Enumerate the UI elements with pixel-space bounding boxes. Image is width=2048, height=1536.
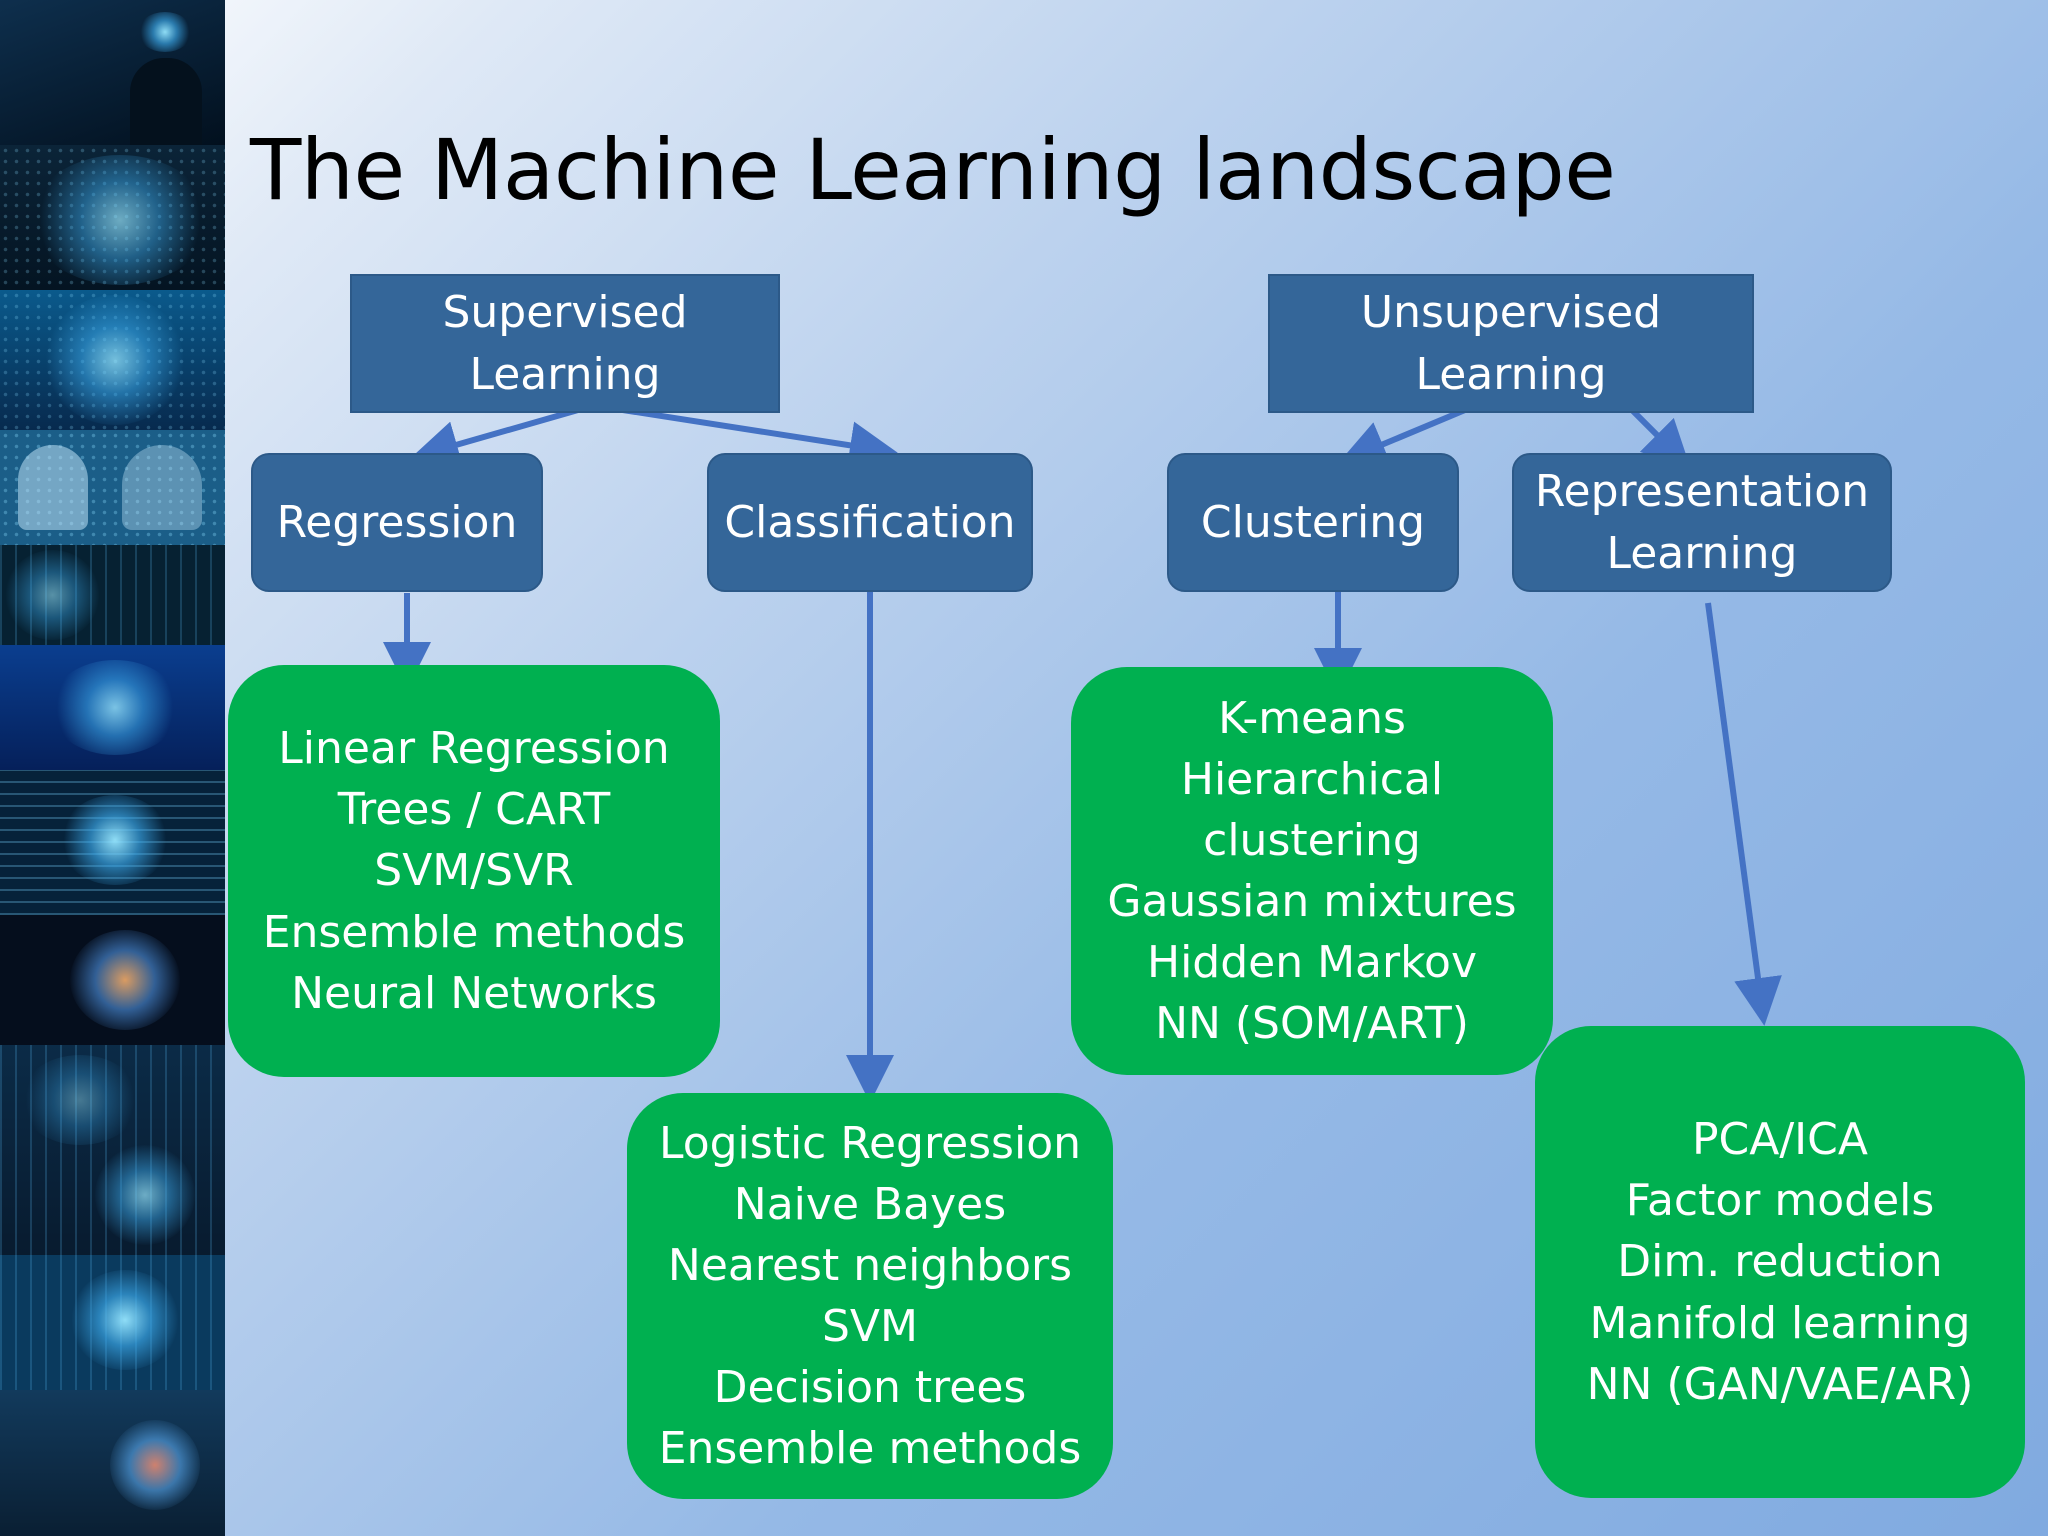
algorithm-item: Ensemble methods <box>262 906 686 958</box>
algorithm-item: K-means <box>1218 692 1406 744</box>
arrow-unsupervised-to-representation <box>1629 407 1691 469</box>
brain-thumbnail-image <box>0 1390 225 1536</box>
supervised-learning-label-line1: Supervised <box>442 287 688 339</box>
slide-title: The Machine Learning landscape <box>250 121 1616 219</box>
algorithm-item: Ensemble methods <box>658 1423 1082 1475</box>
unsupervised-learning-label-line1: Unsupervised <box>1360 287 1662 339</box>
representation-learning-label-line1: Representation <box>1534 466 1870 518</box>
algorithm-item: Manifold learning <box>1589 1297 1971 1349</box>
regression-algorithms-box: Linear Regression Trees / CART SVM/SVR E… <box>228 665 720 1077</box>
clustering-label: Clustering <box>1200 496 1426 548</box>
classification-box: Classification <box>707 453 1033 592</box>
representation-learning-label-line2: Learning <box>1606 527 1798 579</box>
arrow-representation-to-algorithms <box>1705 602 1782 1026</box>
representation-learning-box: Representation Learning <box>1512 453 1892 592</box>
brain-thumbnail-image <box>0 290 225 432</box>
unsupervised-learning-label-line2: Learning <box>1415 348 1607 400</box>
algorithm-item: Nearest neighbors <box>667 1239 1073 1291</box>
classification-label: Classification <box>724 496 1016 548</box>
algorithm-item: Hidden Markov <box>1146 937 1477 989</box>
decorative-image-strip <box>0 0 225 1536</box>
brain-thumbnail-image <box>0 1255 225 1392</box>
algorithm-item: Factor models <box>1625 1175 1935 1227</box>
supervised-learning-box: Supervised Learning <box>350 274 780 413</box>
algorithm-item: SVM/SVR <box>374 845 574 897</box>
algorithm-item: SVM <box>821 1301 918 1352</box>
algorithm-item: Naive Bayes <box>733 1178 1007 1230</box>
algorithm-item: Neural Networks <box>291 967 657 1019</box>
arrow-supervised-to-regression <box>410 405 586 468</box>
brain-thumbnail-image <box>0 545 225 647</box>
brain-thumbnail-image <box>0 430 225 547</box>
algorithm-item: NN (GAN/VAE/AR) <box>1586 1358 1974 1410</box>
algorithm-item: Linear Regression <box>278 723 670 775</box>
algorithm-item: Trees / CART <box>337 784 611 836</box>
unsupervised-learning-box: Unsupervised Learning <box>1268 274 1754 413</box>
brain-thumbnail-image <box>0 915 225 1047</box>
algorithm-item: clustering <box>1203 814 1421 866</box>
brain-thumbnail-image <box>0 770 225 917</box>
brain-thumbnail-image <box>0 645 225 772</box>
brain-thumbnail-image <box>0 1045 225 1257</box>
brain-thumbnail-image <box>0 0 225 147</box>
representation-algorithms-box: PCA/ICA Factor models Dim. reduction Man… <box>1535 1026 2025 1498</box>
clustering-algorithms-box: K-means Hierarchical clustering Gaussian… <box>1071 667 1553 1075</box>
brain-thumbnail-image <box>0 145 225 292</box>
regression-label: Regression <box>276 496 518 548</box>
algorithm-item: Dim. reduction <box>1617 1236 1943 1288</box>
clustering-box: Clustering <box>1167 453 1459 592</box>
supervised-learning-label-line2: Learning <box>469 348 661 400</box>
arrow-unsupervised-to-clustering <box>1338 407 1467 467</box>
arrow-supervised-to-classification <box>609 405 898 470</box>
algorithm-item: Decision trees <box>713 1362 1027 1414</box>
algorithm-item: Logistic Regression <box>658 1117 1082 1169</box>
classification-algorithms-box: Logistic Regression Naive Bayes Nearest … <box>627 1093 1113 1499</box>
regression-box: Regression <box>251 453 543 592</box>
algorithm-item: NN (SOM/ART) <box>1155 998 1469 1050</box>
algorithm-item: Gaussian mixtures <box>1107 876 1517 927</box>
algorithm-item: Hierarchical <box>1180 753 1444 805</box>
algorithm-item: PCA/ICA <box>1692 1114 1868 1166</box>
